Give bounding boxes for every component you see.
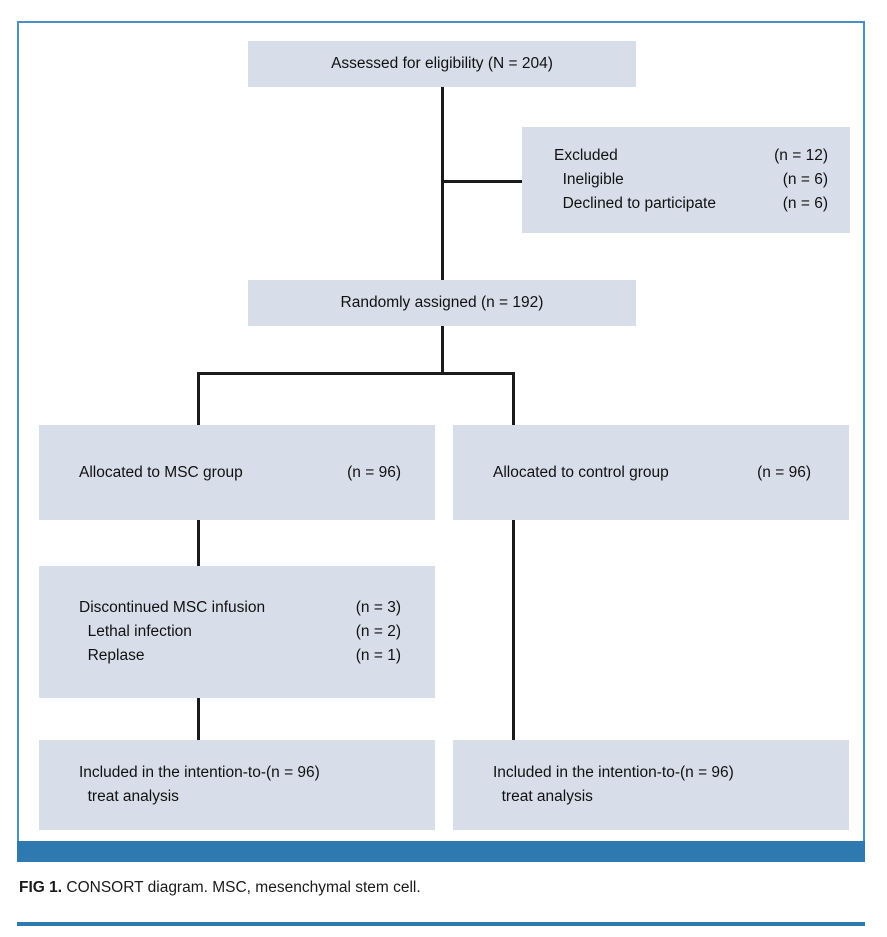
discontinued-total-count: (n = 3) [355,599,401,616]
discontinued-infection-label: Lethal infection [79,623,192,640]
connector-discontinued-to-itt [197,698,200,740]
figure-bottom-rule [17,922,865,926]
figure-caption-text: CONSORT diagram. MSC, mesenchymal stem c… [62,879,421,896]
discontinued-total-label: Discontinued MSC infusion [79,599,266,616]
itt-control-label: Included in the intention-to- [493,764,680,781]
discontinued-row-infection: Lethal infection (n = 2) [79,620,401,644]
box-allocated-control: Allocated to control group (n = 96) [453,425,849,520]
allocated-msc-label: Allocated to MSC group [79,463,243,481]
figure-accent-band [17,841,865,862]
box-discontinued: Discontinued MSC infusion (n = 3) Lethal… [39,566,435,698]
box-itt-msc: Included in the intention-to- (n = 96) t… [39,740,435,830]
allocated-control-label: Allocated to control group [493,463,669,481]
excluded-total-label: Excluded [554,147,618,164]
excluded-declined-count: (n = 6) [782,195,828,212]
itt-msc-row: Included in the intention-to- (n = 96) [79,761,401,785]
randomized-text: Randomly assigned (n = 192) [340,294,544,311]
itt-msc-line2: treat analysis [79,788,179,805]
excluded-ineligible-count: (n = 6) [782,171,828,188]
connector-to-excluded [441,180,523,183]
figure-caption: FIG 1. CONSORT diagram. MSC, mesenchymal… [19,878,869,898]
box-excluded: Excluded (n = 12) Ineligible (n = 6) Dec… [522,127,850,233]
allocated-control-count: (n = 96) [757,463,811,481]
figure-frame: Assessed for eligibility (N = 204) Exclu… [17,21,865,862]
discontinued-row-replase: Replase (n = 1) [79,644,401,668]
assessed-text: Assessed for eligibility (N = 204) [331,55,553,72]
excluded-declined-label: Declined to participate [554,195,716,212]
excluded-row-total: Excluded (n = 12) [554,144,828,168]
excluded-ineligible-label: Ineligible [554,171,624,188]
connector-split-bar [197,372,515,375]
allocated-msc-count: (n = 96) [347,463,401,481]
excluded-row-declined: Declined to participate (n = 6) [554,192,828,216]
box-itt-control: Included in the intention-to- (n = 96) t… [453,740,849,830]
allocated-control-row: Allocated to control group (n = 96) [493,461,811,485]
discontinued-row-total: Discontinued MSC infusion (n = 3) [79,596,401,620]
discontinued-replase-label: Replase [79,647,145,664]
box-assessed-for-eligibility: Assessed for eligibility (N = 204) [248,41,636,87]
itt-msc-label: Included in the intention-to- [79,764,266,781]
itt-control-count: (n = 96) [679,764,734,781]
itt-control-row: Included in the intention-to- (n = 96) [493,761,815,785]
allocated-msc-row: Allocated to MSC group (n = 96) [79,461,401,485]
itt-msc-count: (n = 96) [265,764,320,781]
discontinued-infection-count: (n = 2) [355,623,401,640]
connector-randomized-down [441,326,444,374]
box-randomly-assigned: Randomly assigned (n = 192) [248,280,636,326]
connector-split-left-drop [197,372,200,425]
box-allocated-msc: Allocated to MSC group (n = 96) [39,425,435,520]
itt-control-line2: treat analysis [493,788,593,805]
connector-assessed-to-randomized [441,87,444,287]
connector-split-right-drop [512,372,515,425]
excluded-total-count: (n = 12) [774,147,828,164]
excluded-row-ineligible: Ineligible (n = 6) [554,168,828,192]
consort-diagram: Assessed for eligibility (N = 204) Exclu… [19,23,867,830]
figure-caption-label: FIG 1. [19,879,63,896]
discontinued-replase-count: (n = 1) [355,647,401,664]
connector-msc-to-discontinued [197,520,200,566]
connector-control-to-itt [512,520,515,740]
